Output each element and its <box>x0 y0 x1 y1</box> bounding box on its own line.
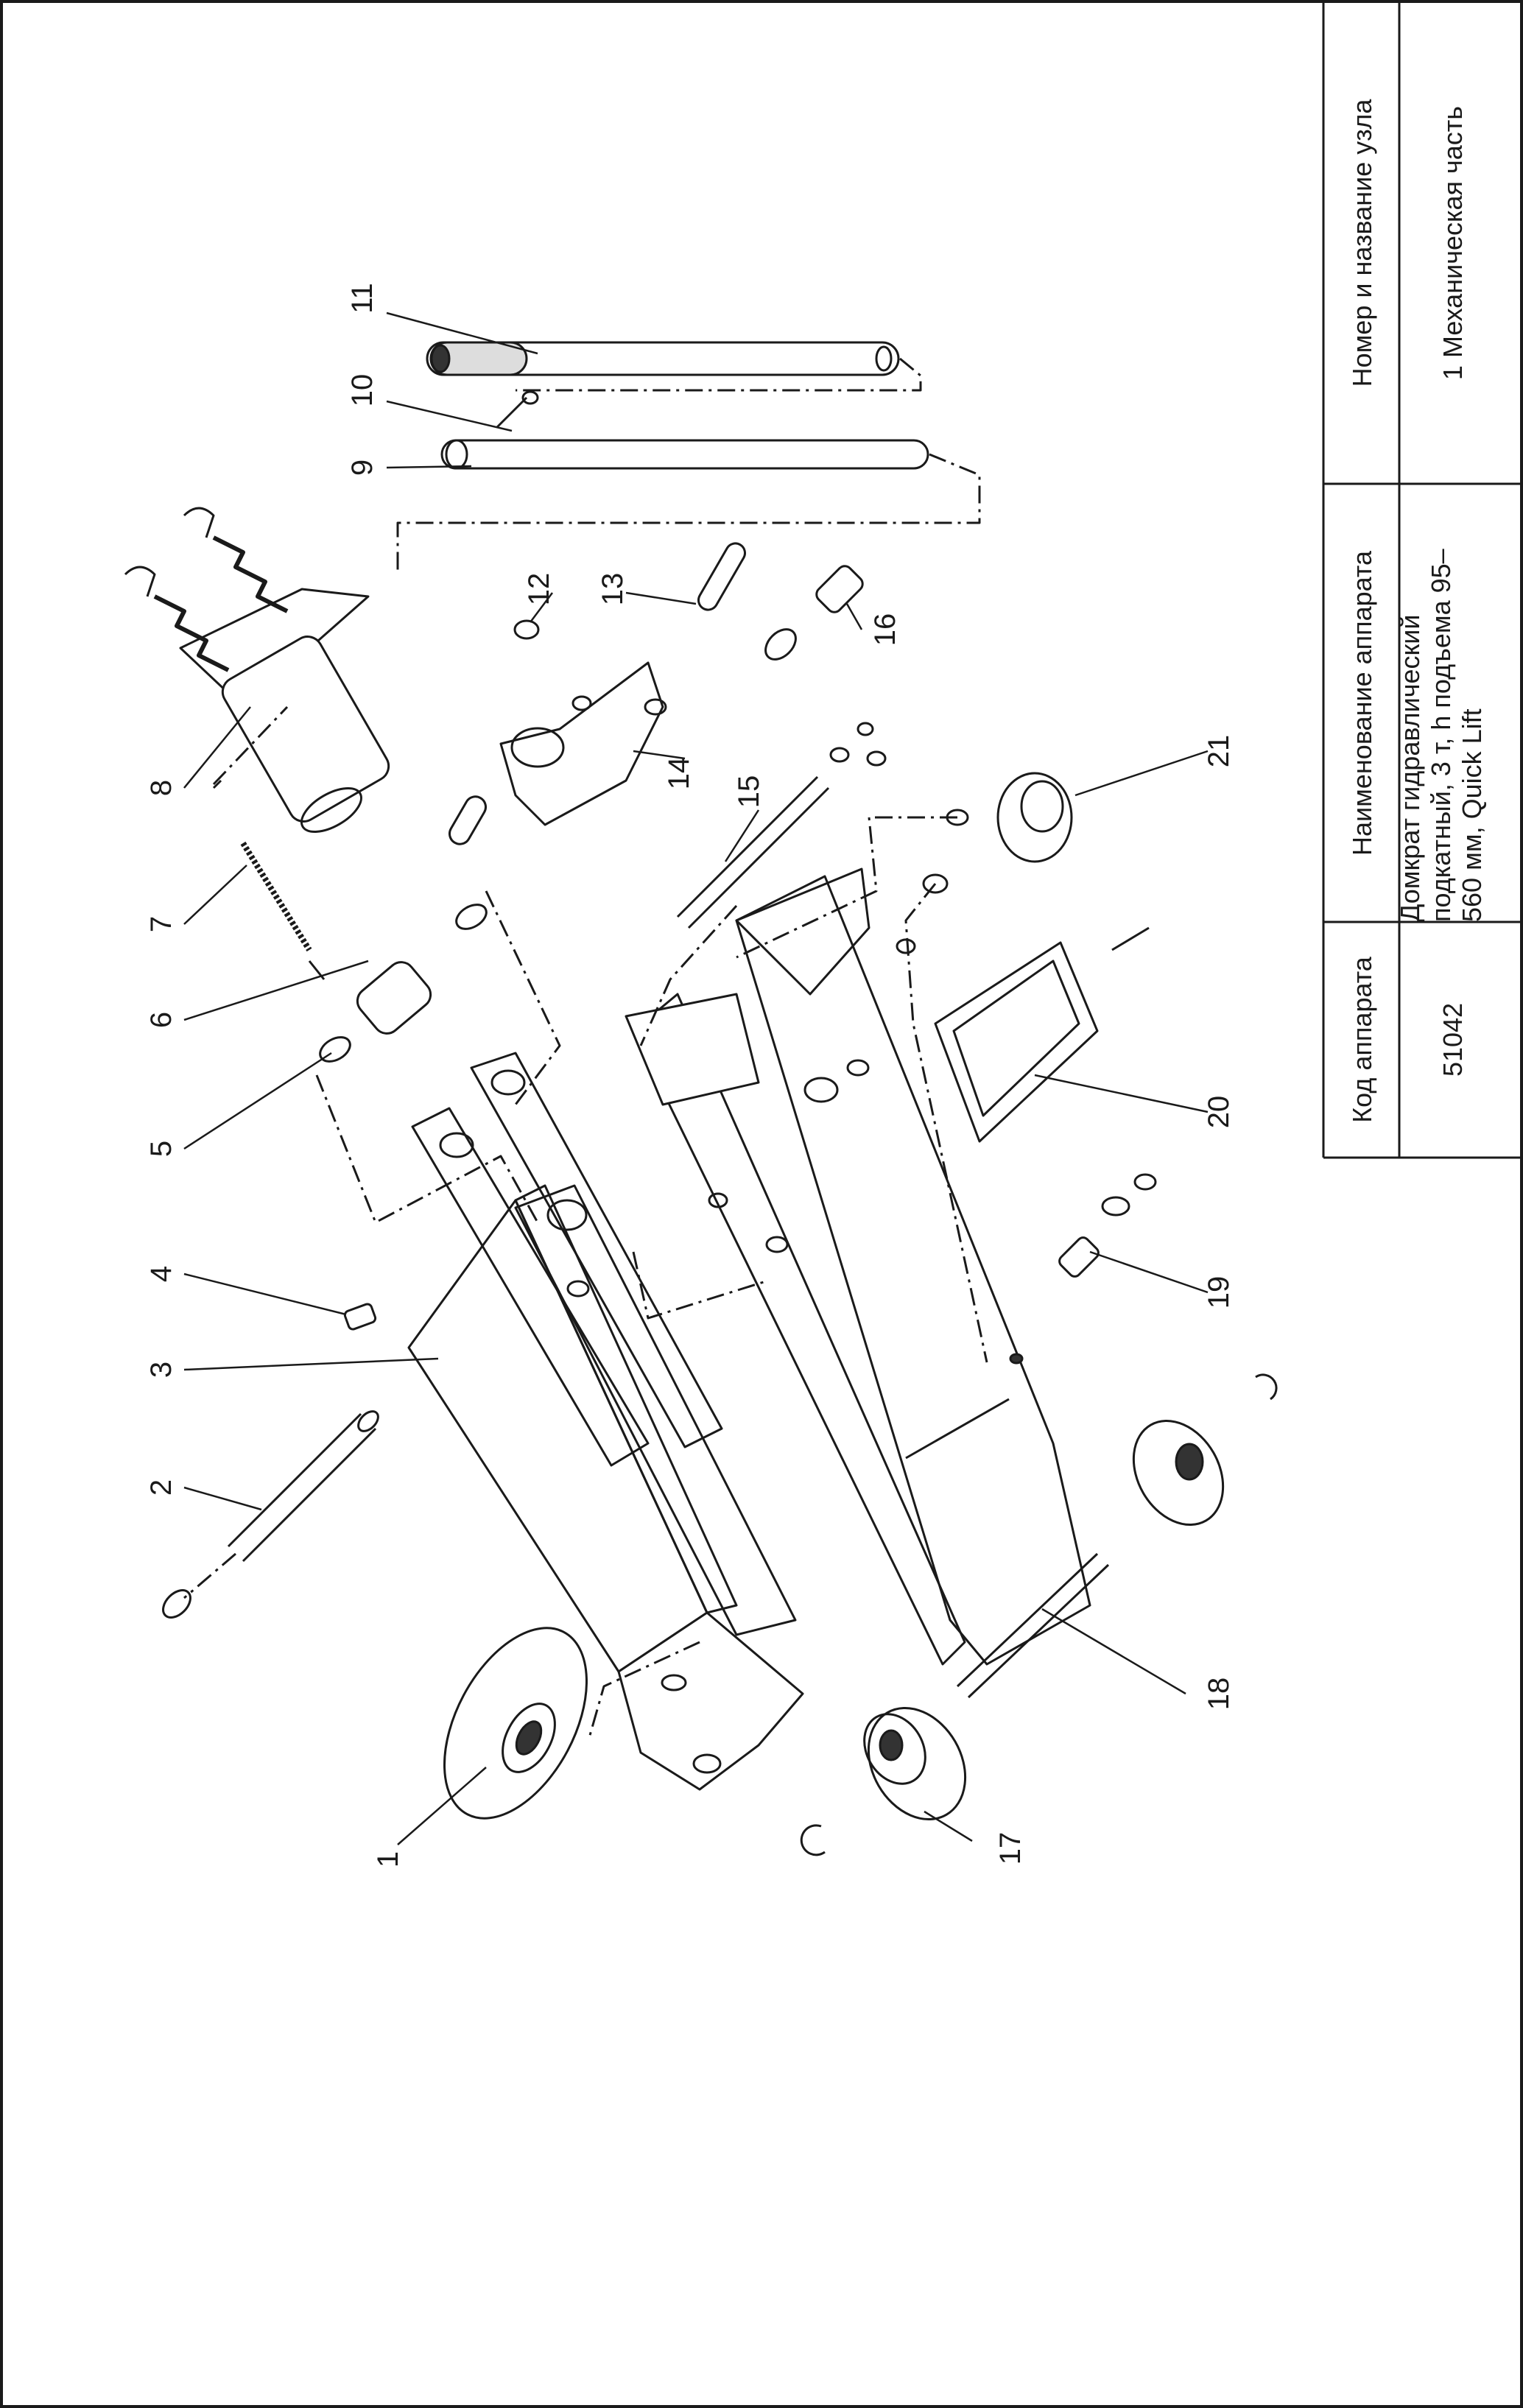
callout-14: 14 <box>663 757 695 790</box>
part-17-wheel <box>800 1707 967 1856</box>
callout-10: 10 <box>346 374 379 407</box>
callout-1: 1 <box>372 1851 404 1867</box>
part-9-tube <box>396 439 981 574</box>
callout-7: 7 <box>145 916 177 932</box>
callout-labels: 1 2 3 4 5 6 7 8 9 10 11 12 13 14 15 16 1… <box>145 283 1235 1867</box>
part-20-plate <box>934 926 1150 1143</box>
node-value: 1 Механическая часть <box>1438 106 1468 380</box>
callout-8: 8 <box>145 780 177 796</box>
name-header: Наименование аппарата <box>1347 550 1377 856</box>
leader-lines <box>183 311 1209 1845</box>
rear-wheel <box>1132 1373 1278 1527</box>
callout-17: 17 <box>994 1832 1027 1865</box>
node-header: Номер и название узла <box>1347 99 1377 387</box>
part-5-6-pump <box>315 890 561 1224</box>
part-13-pin <box>697 542 746 611</box>
part-15-rod <box>676 775 830 929</box>
part-12-nut <box>513 619 540 640</box>
callout-2: 2 <box>145 1479 177 1496</box>
part-4-screw <box>343 1303 377 1331</box>
callout-18: 18 <box>1203 1677 1235 1711</box>
callout-19: 19 <box>1203 1276 1235 1309</box>
callout-13: 13 <box>597 573 629 606</box>
code-value: 51042 <box>1438 1003 1468 1077</box>
callout-9: 9 <box>346 460 379 476</box>
apparatus-name-value: Домкрат гидравлический подкатный, 3 т, h… <box>1395 549 1487 922</box>
title-block-frame <box>1322 1 1522 1159</box>
callout-21: 21 <box>1203 735 1235 768</box>
callout-6: 6 <box>145 1012 177 1028</box>
part-10-bolt <box>496 390 539 429</box>
title-block-text: Код аппарата 51042 Наименование аппарата… <box>1347 99 1468 1123</box>
part-16-bolt <box>764 565 864 661</box>
part-3-lift-arm <box>407 1184 804 1791</box>
callout-4: 4 <box>145 1266 177 1282</box>
callout-16: 16 <box>869 613 901 647</box>
part-11-handle <box>426 341 922 392</box>
main-frame <box>625 867 1091 1666</box>
part-21-caster <box>829 722 1073 954</box>
drawing <box>124 311 1278 1856</box>
assembly-lines <box>588 816 988 1739</box>
callout-3: 3 <box>145 1362 177 1378</box>
callout-5: 5 <box>145 1141 177 1157</box>
callout-15: 15 <box>733 775 765 809</box>
part-2-pin <box>162 1410 379 1619</box>
callout-11: 11 <box>346 283 379 314</box>
part-8-pump-body <box>124 507 390 833</box>
code-header: Код аппарата <box>1347 956 1377 1123</box>
callout-20: 20 <box>1203 1096 1235 1129</box>
side-plates <box>411 1052 797 1636</box>
part-14-yoke <box>449 661 667 845</box>
callout-12: 12 <box>523 573 555 606</box>
part-18-axle <box>956 1552 1110 1699</box>
part-1-saddle <box>443 1627 588 1820</box>
part-19-bolt <box>1058 1173 1157 1278</box>
